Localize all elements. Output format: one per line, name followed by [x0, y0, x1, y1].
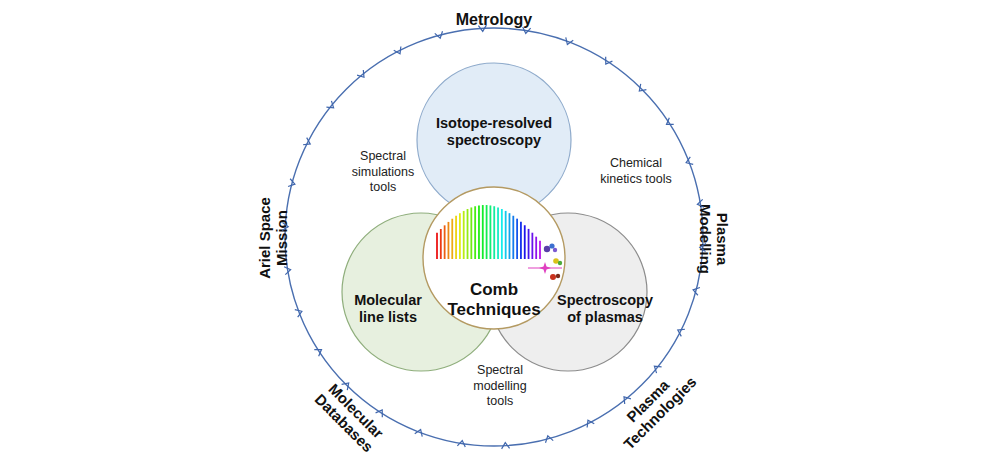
- comb-tooth: [451, 219, 453, 259]
- laser-beam: [528, 267, 562, 268]
- tool-label: Spectral modelling tools: [460, 363, 540, 410]
- arrowhead: [639, 84, 646, 91]
- arrowhead: [697, 199, 704, 207]
- comb-tooth: [520, 222, 522, 259]
- arrowhead: [545, 436, 553, 443]
- outer-theme-label: Metrology: [394, 11, 594, 29]
- comb-tooth: [528, 229, 530, 259]
- arrowhead: [282, 222, 288, 230]
- circle-shape: [285, 28, 703, 446]
- arrowhead: [693, 288, 700, 296]
- comb-tooth: [440, 229, 442, 259]
- arrowhead: [523, 27, 531, 34]
- tool-label: Chemical kinetics tools: [596, 156, 676, 187]
- outer-theme-label: Ariel Space Mission: [256, 189, 291, 287]
- molecule-icons: [528, 243, 562, 280]
- comb-tooth: [470, 207, 472, 259]
- comb-tooth: [448, 222, 450, 259]
- comb-tooth: [512, 216, 514, 259]
- comb-tooth: [490, 205, 492, 259]
- comb-tooth: [501, 209, 503, 259]
- comb-tooth: [505, 211, 507, 259]
- arrowhead: [394, 47, 401, 54]
- molecule-atom: [544, 246, 550, 252]
- arrowhead: [457, 441, 465, 448]
- circle-shape: [423, 187, 565, 329]
- arrowhead: [678, 329, 685, 336]
- comb-tooth: [497, 207, 499, 259]
- arrowhead: [606, 57, 613, 64]
- circle-shape: [489, 213, 647, 371]
- molecule-atom: [550, 274, 556, 280]
- circle-title: Molecular line lists: [346, 292, 430, 325]
- tool-label: Spectral simulations tools: [341, 149, 425, 196]
- comb-tooth: [463, 211, 465, 259]
- comb-tooth: [455, 216, 457, 259]
- comb-tooth: [535, 237, 537, 259]
- comb-tooth: [467, 209, 469, 259]
- arrowhead: [435, 31, 443, 38]
- comb-tooth: [444, 225, 446, 259]
- outer-theme-label: Plasma Technologies: [602, 355, 706, 459]
- arrowhead: [303, 138, 310, 145]
- arrowhead: [502, 443, 510, 449]
- arrowhead: [667, 118, 674, 125]
- molecule-atom: [553, 258, 559, 264]
- comb-tooth: [516, 219, 518, 259]
- outer-theme-label: Molecular Databases: [305, 372, 394, 461]
- comb-tooth: [474, 206, 476, 259]
- arrowhead: [654, 366, 661, 373]
- outer-theme-label: Plasma Modelling: [697, 194, 732, 284]
- venn-circle: Isotope-resolved spectroscopy: [416, 62, 572, 218]
- comb-tooth: [436, 233, 438, 259]
- arrowhead: [288, 179, 295, 187]
- molecule-atom: [549, 243, 554, 248]
- comb-tooth: [539, 241, 541, 259]
- comb-tooth: [493, 206, 495, 259]
- comb-tooth: [524, 225, 526, 259]
- circle-title: Spectroscopy of plasmas: [554, 292, 656, 325]
- frequency-comb-illustration: [437, 205, 540, 259]
- molecule-atom: [556, 274, 560, 278]
- comb-tooth: [482, 205, 484, 259]
- arrowhead: [587, 420, 594, 427]
- comb-tooth: [531, 233, 533, 259]
- comb-tooth: [459, 213, 461, 259]
- circle-title: Isotope-resolved spectroscopy: [424, 115, 564, 148]
- molecule-atom: [553, 248, 557, 252]
- arrowhead: [342, 383, 349, 390]
- arrowhead: [326, 101, 333, 108]
- molecule-atom: [558, 261, 562, 265]
- circle-title: Comb Techniques: [432, 280, 556, 319]
- center-circle: Comb Techniques: [422, 186, 566, 330]
- arrowhead: [284, 267, 291, 275]
- arrowhead: [314, 350, 321, 357]
- arrowhead: [686, 157, 693, 164]
- arrowhead: [624, 397, 631, 404]
- arrowhead: [700, 244, 706, 252]
- arrowhead: [415, 429, 422, 436]
- arrowhead: [566, 37, 573, 44]
- comb-tooth: [509, 213, 511, 259]
- arrowhead: [357, 70, 364, 77]
- comb-tooth: [478, 205, 480, 259]
- arrowhead: [376, 410, 383, 417]
- cycle-arrowheads: [282, 25, 706, 449]
- arrowhead: [295, 310, 302, 317]
- arrowhead: [478, 25, 486, 31]
- circle-shape: [417, 63, 571, 217]
- comb-tooth: [486, 205, 488, 259]
- interaction-star: [539, 262, 551, 274]
